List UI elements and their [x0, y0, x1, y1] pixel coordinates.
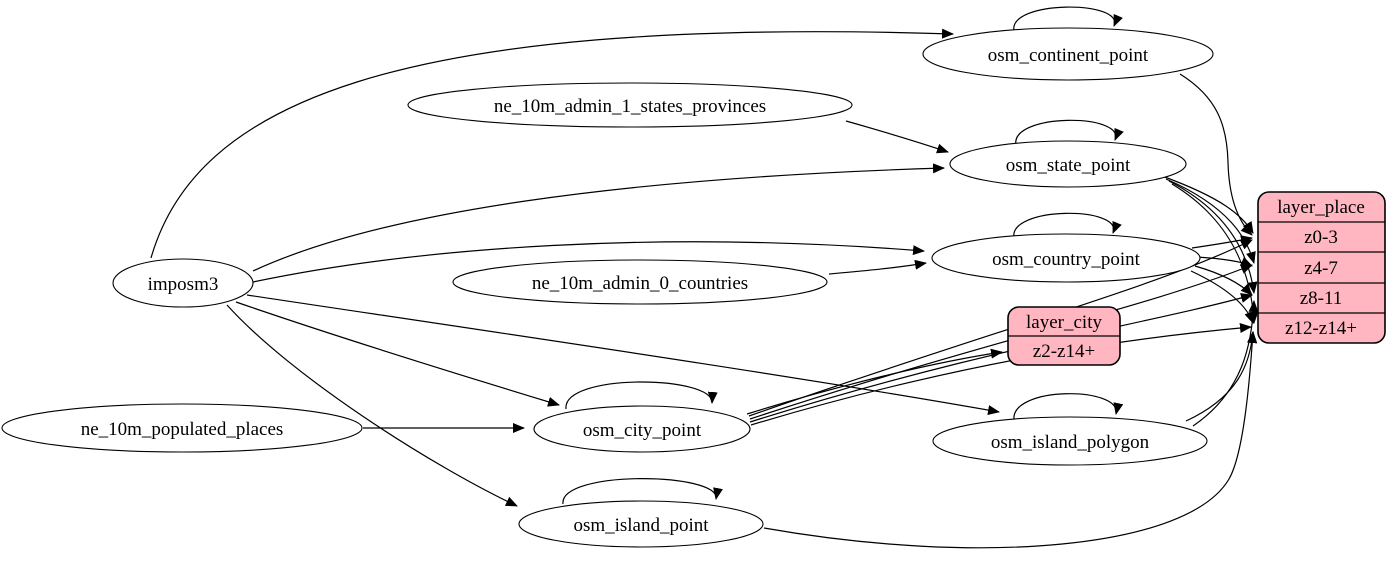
node-osm-state-point: osm_state_point — [949, 140, 1187, 188]
node-osm-continent-point: osm_continent_point — [922, 27, 1214, 81]
ne-10m-populated-places-ellipse — [1, 403, 363, 453]
edge-imposm3-to-osm-island-point — [226, 304, 518, 507]
osm-state-point-ellipse — [949, 140, 1187, 188]
edge-osm-city-point-to-layer-place-z4-7 — [749, 264, 1253, 420]
edge-osm-continent-point-to-layer-place-z0-3 — [1179, 73, 1253, 236]
node-osm-island-point: osm_island_point — [518, 500, 764, 548]
layer-city-row-z2-z14: z2-z14+ — [1033, 341, 1095, 362]
edge-self-loop-osm-state-point — [1015, 119, 1124, 146]
layer-place-title: layer_place — [1277, 197, 1365, 218]
node-ne-10m-admin-1-states-provinces: ne_10m_admin_1_states_provinces — [407, 82, 853, 128]
node-osm-city-point: osm_city_point — [533, 405, 751, 453]
ne-10m-admin-0-ellipse — [452, 259, 828, 305]
edge-self-loop-osm-country-point — [1013, 212, 1122, 239]
edge-self-loop-osm-island-point — [562, 478, 723, 505]
layer-place-row-z12-z14: z12-z14+ — [1285, 318, 1357, 339]
edge-self-loop-osm-city-point — [565, 381, 718, 410]
edge-osm-state-point-to-layer-place-z8-11 — [1168, 180, 1258, 294]
edge-self-loop-osm-continent-point — [1013, 6, 1123, 32]
osm-continent-point-ellipse — [922, 27, 1214, 81]
node-layer-city: layer_city z2-z14+ — [1007, 306, 1121, 366]
edge-osm-city-point-to-layer-city — [746, 348, 1003, 415]
edge-osm-state-point-to-layer-place-z4-7 — [1165, 178, 1256, 264]
layer-place-row-z4-7: z4-7 — [1304, 258, 1338, 279]
edge-layer — [150, 6, 1259, 549]
node-layer-place: layer_place z0-3 z4-7 z8-11 z12-z14+ — [1257, 191, 1386, 344]
imposm3-label: imposm3 — [148, 274, 219, 295]
edge-osm-city-point-to-layer-place-z12-z14 — [750, 323, 1252, 426]
edge-imposm3-to-osm-state-point — [252, 163, 945, 272]
edge-osm-island-polygon-to-layer-place-z8-11 — [1192, 300, 1259, 427]
layer-place-row-z0-3: z0-3 — [1304, 227, 1338, 248]
edge-imposm3-to-osm-island-polygon — [246, 294, 1000, 416]
edge-ne-10m-admin-0-to-osm-country-point — [828, 259, 927, 275]
osm-country-point-ellipse — [931, 233, 1201, 283]
edge-osm-island-point-to-layer-place-z12-z14 — [763, 331, 1258, 549]
osm-island-point-label: osm_island_point — [573, 515, 709, 536]
ne-10m-admin-1-label: ne_10m_admin_1_states_provinces — [494, 96, 766, 117]
edge-osm-state-point-to-layer-place-z0-3 — [1161, 175, 1254, 234]
osm-city-point-label: osm_city_point — [583, 420, 702, 441]
edge-osm-island-polygon-to-layer-place-z12-z14 — [1185, 331, 1257, 422]
node-imposm3: imposm3 — [112, 258, 254, 308]
node-ne-10m-admin-0-countries: ne_10m_admin_0_countries — [452, 259, 828, 305]
layer-place-box — [1257, 191, 1386, 344]
osm-island-point-ellipse — [518, 500, 764, 548]
imposm3-ellipse — [112, 258, 254, 308]
osm-continent-point-label: osm_continent_point — [988, 45, 1149, 66]
edge-imposm3-to-osm-city-point — [235, 301, 560, 407]
osm-state-point-label: osm_state_point — [1006, 155, 1131, 176]
edge-imposm3-to-osm-country-point — [252, 241, 925, 283]
layer-place-row-z8-11: z8-11 — [1300, 288, 1343, 309]
node-osm-country-point: osm_country_point — [931, 233, 1201, 283]
edge-self-loop-osm-island-polygon — [1013, 393, 1124, 421]
edge-osm-country-point-to-layer-place-z4-7 — [1196, 256, 1253, 267]
osm-country-point-label: osm_country_point — [992, 249, 1140, 270]
edge-imposm3-to-osm-continent-point — [150, 28, 954, 259]
osm-island-polygon-ellipse — [932, 416, 1208, 466]
osm-island-polygon-label: osm_island_polygon — [991, 432, 1150, 453]
osm-city-point-ellipse — [533, 405, 751, 453]
node-ne-10m-populated-places: ne_10m_populated_places — [1, 403, 363, 453]
node-osm-island-polygon: osm_island_polygon — [932, 416, 1208, 466]
ne-10m-populated-places-label: ne_10m_populated_places — [81, 419, 284, 440]
edge-osm-country-point-to-layer-place-z8-11 — [1194, 265, 1253, 296]
edge-osm-country-point-to-layer-place-z0-3 — [1191, 235, 1253, 249]
ne-10m-admin-1-ellipse — [407, 82, 853, 128]
layer-city-title: layer_city — [1026, 312, 1102, 333]
ne-10m-admin-0-label: ne_10m_admin_0_countries — [532, 273, 748, 294]
edge-ne-10m-admin-1-to-osm-state-point — [845, 120, 949, 154]
edge-osm-city-point-to-layer-place-z8-11 — [749, 293, 1253, 423]
